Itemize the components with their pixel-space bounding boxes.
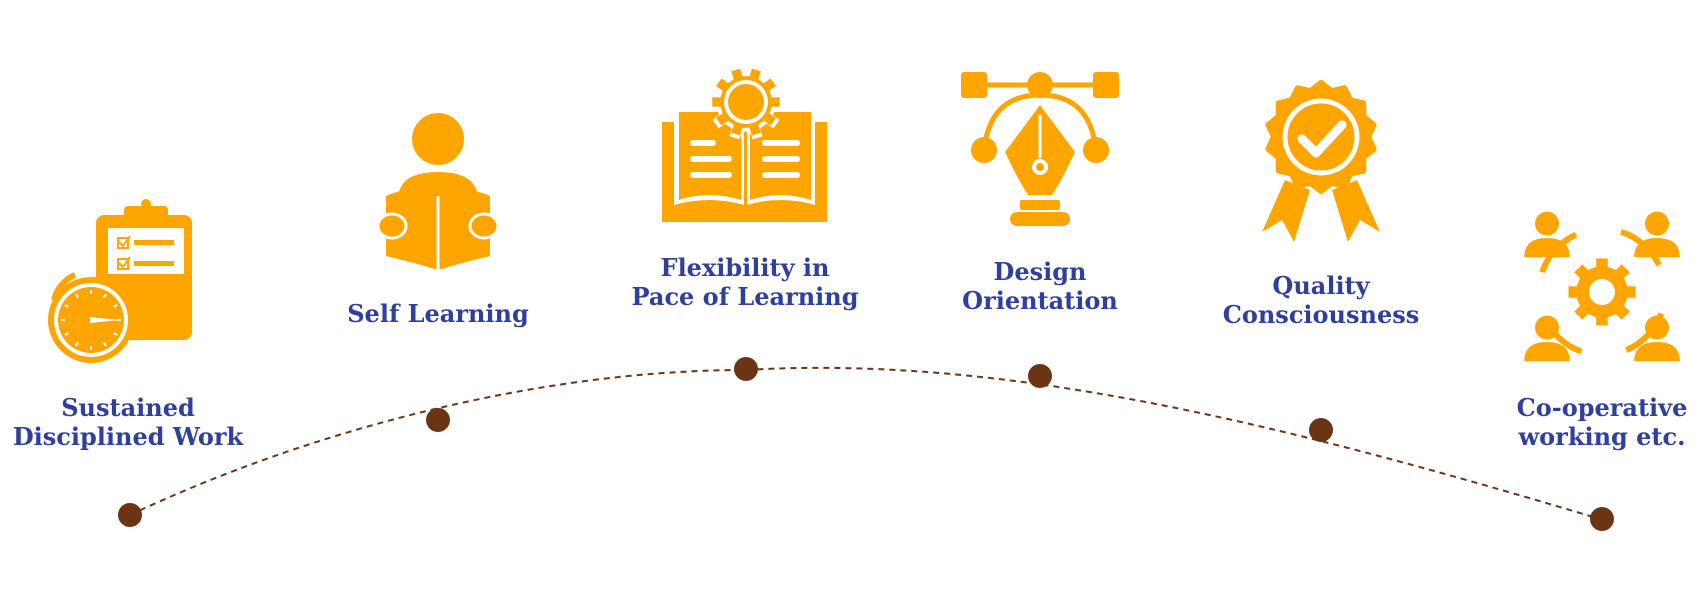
label-line: Sustained (61, 393, 195, 422)
label-line: Quality (1272, 271, 1370, 300)
label-line: working etc. (1518, 422, 1686, 451)
label-line: Orientation (962, 286, 1118, 315)
label-sustained-disciplined-work: Sustained Disciplined Work (13, 393, 243, 451)
award-badge-icon (1262, 80, 1380, 242)
label-quality-consciousness: Quality Consciousness (1223, 271, 1420, 329)
label-line: Design (993, 257, 1087, 286)
connector-dot (426, 408, 450, 432)
person-reading-icon (376, 113, 500, 270)
label-line: Consciousness (1222, 300, 1420, 329)
connector-dot (1028, 364, 1052, 388)
label-flexibility-in-pace-of-learning: Flexibility in Pace of Learning (631, 253, 858, 311)
connector-dot (118, 503, 142, 527)
book-gear-icon (662, 64, 827, 222)
label-line: Co-operative (1516, 393, 1688, 422)
team-gear-icon (1524, 211, 1680, 362)
connector-dot (734, 357, 758, 381)
label-self-learning: Self Learning (347, 299, 529, 328)
label-line: Flexibility in (660, 253, 830, 282)
pen-tool-icon (961, 72, 1119, 226)
label-co-operative-working: Co-operative working etc. (1517, 393, 1688, 451)
connector-dot (1309, 418, 1333, 442)
connector-curve (129, 366, 1601, 520)
label-design-orientation: Design Orientation (962, 257, 1118, 315)
clipboard-stopwatch-icon (48, 199, 192, 363)
connector-dot (1590, 507, 1614, 531)
label-line: Self Learning (347, 299, 529, 328)
label-line: Pace of Learning (631, 282, 859, 311)
label-line: Disciplined Work (12, 422, 244, 451)
